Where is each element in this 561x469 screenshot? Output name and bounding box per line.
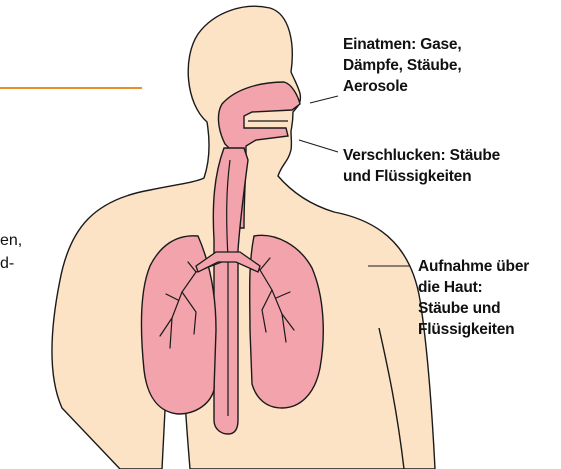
skin-label-line-3: Stäube und [418,298,529,319]
side-text: en, d- [0,229,22,275]
swallowing-label: Verschlucken: Stäube und Flüssigkeiten [343,145,500,187]
swallowing-leader [299,140,338,152]
inhalation-label-line-1: Einatmen: Gase, [343,34,461,55]
skin-label-line-2: die Haut: [418,277,529,298]
swallowing-label-line-2: und Flüssigkeiten [343,166,500,187]
inhalation-label: Einatmen: Gase, Dämpfe, Stäube, Aerosole [343,34,461,97]
side-text-line-2: d- [0,252,22,275]
skin-label-line-4: Flüssigkeiten [418,319,529,340]
inhalation-label-line-3: Aerosole [343,76,461,97]
side-text-line-1: en, [0,229,22,252]
inhalation-leader [310,96,338,103]
swallowing-label-line-1: Verschlucken: Stäube [343,145,500,166]
inhalation-label-line-2: Dämpfe, Stäube, [343,55,461,76]
skin-label: Aufnahme über die Haut: Stäube und Flüss… [418,256,529,340]
skin-label-line-1: Aufnahme über [418,256,529,277]
